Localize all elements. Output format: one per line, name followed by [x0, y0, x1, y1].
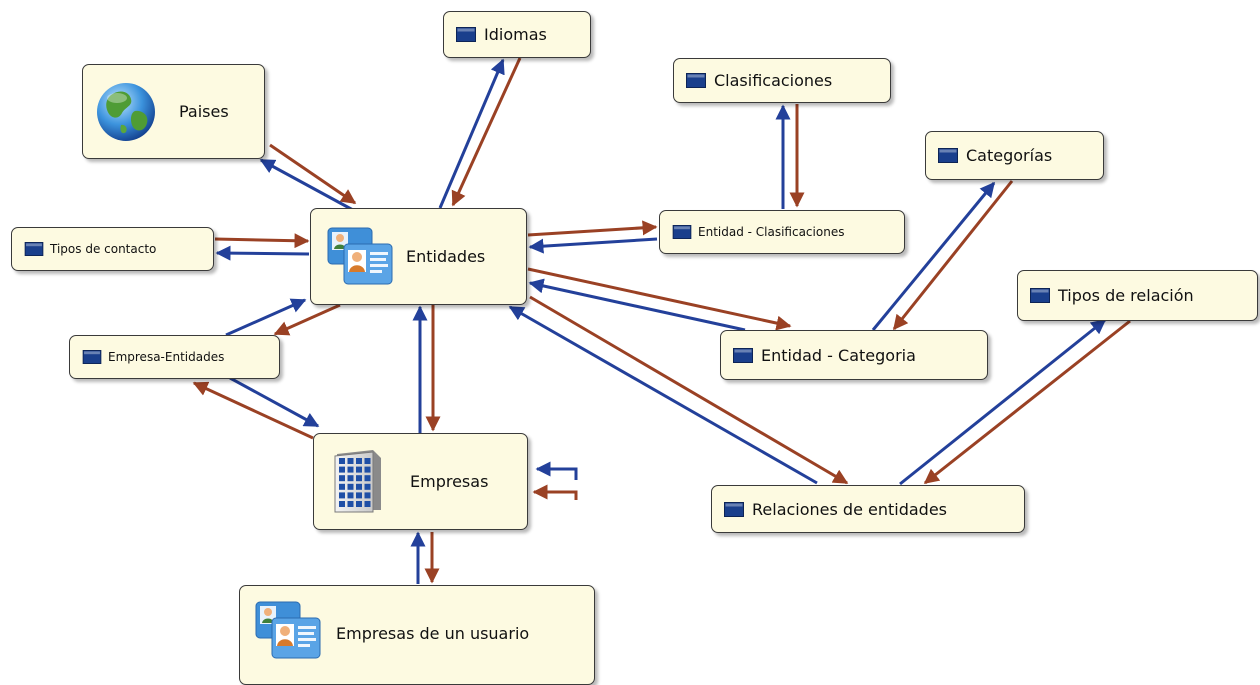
arrow-entidades-to-empresa-entidades [273, 303, 341, 336]
node-relaciones-de-entidades[interactable]: Relaciones de entidades [711, 485, 1025, 533]
node-empresas[interactable]: Empresas [313, 433, 528, 530]
folder-icon [686, 73, 706, 88]
arrow-entidades-to-entidad-clasificaciones [527, 220, 658, 237]
node-paises[interactable]: Paises [82, 64, 265, 159]
self-arrow-outgoing [532, 484, 578, 500]
node-label: Paises [179, 102, 229, 121]
node-empresa-entidades[interactable]: Empresa-Entidades [69, 335, 280, 379]
folder-icon [24, 242, 44, 256]
node-label: Empresas de un usuario [336, 624, 530, 643]
folder-icon [1030, 288, 1050, 303]
empresas-self-relationship [532, 461, 578, 500]
node-empresas-de-un-usuario[interactable]: Empresas de un usuario [239, 585, 595, 685]
node-label: Empresa-Entidades [108, 350, 225, 364]
arrow-entidad-clasificaciones-to-entidades [528, 237, 658, 254]
folder-icon [724, 501, 744, 517]
arrow-entidades-to-paises [259, 158, 354, 212]
arrow-relaciones-to-entidades [508, 305, 818, 485]
globe-icon [97, 83, 155, 141]
node-idiomas[interactable]: Idiomas [443, 11, 591, 58]
node-entidad-categoria[interactable]: Entidad - Categoria [720, 330, 988, 380]
building-icon [334, 450, 381, 513]
folder-icon [456, 27, 476, 42]
node-label: Tipos de contacto [50, 242, 157, 256]
arrow-empresa-entidades-to-empresas [229, 376, 320, 428]
arrow-entidades-to-entidad-categoria [527, 267, 792, 331]
self-arrow-incoming [535, 461, 578, 480]
node-label: Categorías [966, 146, 1053, 165]
contact-cards-icon [327, 227, 393, 285]
node-categorias[interactable]: Categorías [925, 131, 1104, 180]
node-label: Tipos de relación [1058, 286, 1194, 305]
node-clasificaciones[interactable]: Clasificaciones [673, 58, 891, 103]
node-label: Entidad - Categoria [761, 345, 916, 365]
arrow-empresa-entidades-to-entidades [225, 298, 307, 337]
node-label: Entidad - Clasificaciones [698, 225, 845, 239]
arrow-tipos-relacion-to-relaciones [923, 319, 1131, 485]
folder-icon [672, 225, 692, 239]
node-label: Relaciones de entidades [752, 499, 948, 519]
node-tipos-de-relacion[interactable]: Tipos de relación [1017, 270, 1258, 321]
arrow-relaciones-to-tipos-relacion [899, 318, 1107, 486]
folder-icon [938, 148, 958, 163]
arrow-paises-to-entidades [269, 143, 357, 205]
arrow-tipos-contacto-to-entidades [214, 233, 310, 249]
node-label: Clasificaciones [714, 71, 833, 90]
arrow-empresas-to-empresa-entidades [192, 381, 314, 440]
folder-icon [733, 347, 753, 363]
arrow-entidades-to-relaciones [529, 295, 849, 485]
node-label: Idiomas [484, 25, 547, 44]
arrow-entidades-to-idiomas [438, 58, 505, 209]
arrow-entidad-categoria-to-categorias [871, 181, 996, 331]
arrow-categorias-to-entidad-categoria [892, 180, 1014, 331]
node-label: Empresas [410, 472, 489, 491]
node-entidad-clasificaciones[interactable]: Entidad - Clasificaciones [659, 210, 905, 254]
arrow-entidades-to-tipos-contacto [215, 245, 310, 261]
node-tipos-de-contacto[interactable]: Tipos de contacto [11, 227, 214, 271]
contact-cards-icon [255, 601, 321, 659]
arrow-entidad-categoria-to-entidades [528, 278, 746, 332]
arrow-idiomas-to-entidades [451, 57, 522, 207]
node-entidades[interactable]: Entidades [310, 208, 527, 305]
folder-icon [82, 350, 102, 364]
node-label: Entidades [406, 247, 486, 266]
